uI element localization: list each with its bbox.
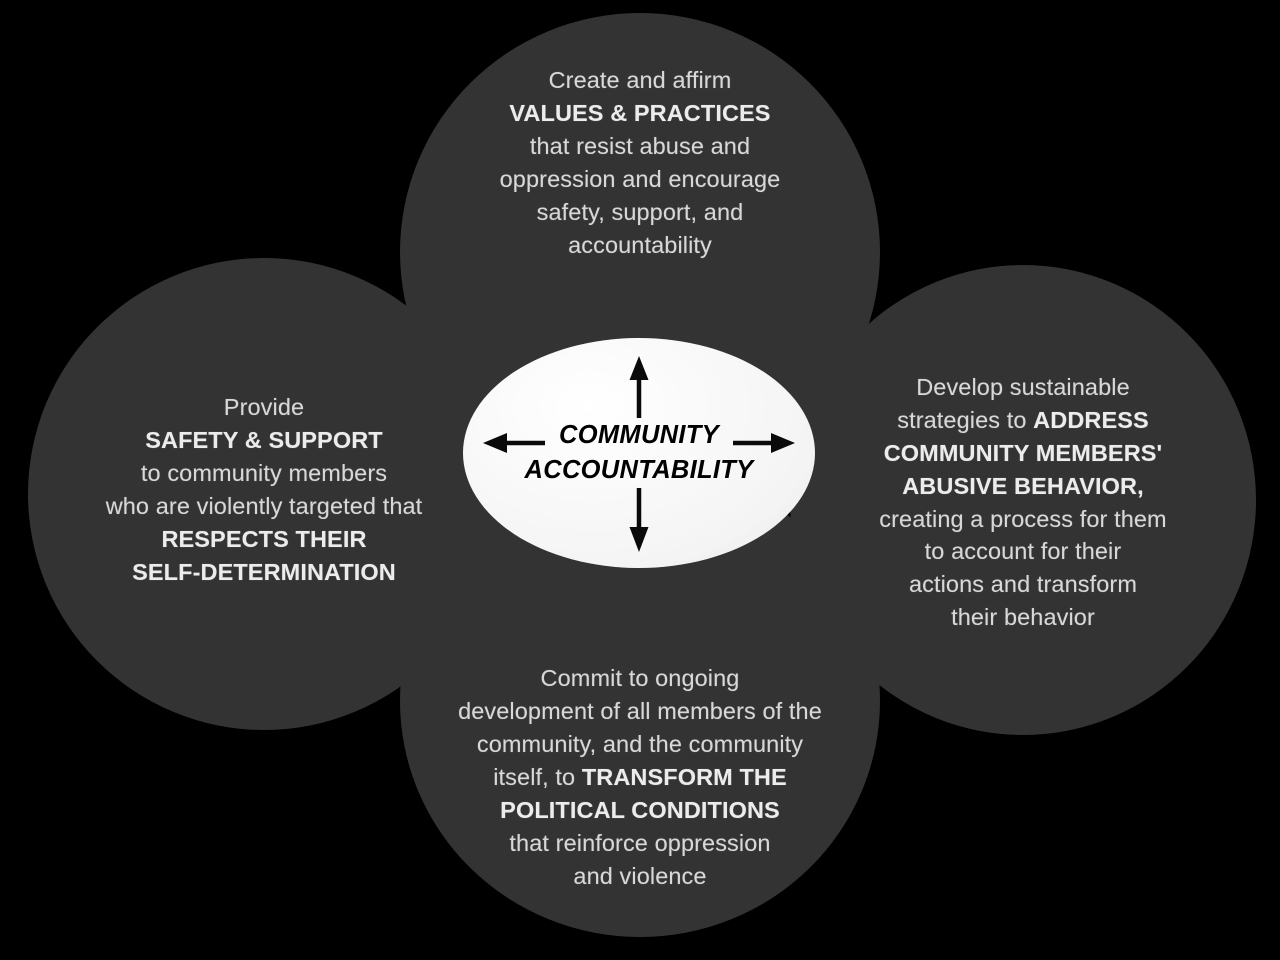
arrow-down-icon bbox=[629, 488, 649, 552]
petal-text-line: creating a process for them bbox=[879, 505, 1167, 532]
petal-text-line: safety, support, and bbox=[536, 198, 744, 225]
hub-arrow-group bbox=[483, 356, 795, 552]
petal-text-line: accountability bbox=[568, 231, 712, 258]
petal-right-text: Develop sustainable strategies to ADDRESS… bbox=[828, 371, 1218, 634]
petal-text-line: Create and affirm bbox=[548, 67, 732, 94]
petal-text-line: oppression and encourage bbox=[499, 166, 781, 192]
community-accountability-hub[interactable]: COMMUNITY ACCOUNTABILITY bbox=[463, 338, 815, 568]
petal-text-line: COMMUNITY MEMBERS' bbox=[883, 439, 1163, 466]
petal-text-line: POLITICAL CONDITIONS bbox=[500, 796, 780, 823]
petal-text-line: and violence bbox=[573, 862, 707, 889]
petal-text-line: who are violently targeted that bbox=[105, 493, 423, 519]
petal-text-line: strategies to ADDRESS bbox=[897, 406, 1149, 433]
petal-text-line: itself, to TRANSFORM THE bbox=[493, 764, 787, 791]
petal-text-line: VALUES & PRACTICES bbox=[509, 100, 771, 127]
petal-text-line: that reinforce oppression bbox=[509, 829, 771, 856]
petal-text-line: community, and the community bbox=[476, 731, 804, 758]
petal-text-line: to community members bbox=[140, 460, 388, 487]
arrow-left-icon bbox=[483, 433, 545, 453]
petal-text-line: development of all members of the bbox=[458, 698, 822, 725]
petal-text-line: their behavior bbox=[951, 604, 1095, 631]
petal-bottom-text: Commit to ongoing development of all memb… bbox=[414, 662, 866, 892]
petal-text-line: SELF-DETERMINATION bbox=[132, 558, 396, 585]
petal-text-line: RESPECTS THEIR bbox=[161, 525, 367, 552]
arrow-up-icon bbox=[629, 356, 649, 418]
petal-text-line: SAFETY & SUPPORT bbox=[145, 427, 383, 454]
petal-text-line: ABUSIVE BEHAVIOR, bbox=[902, 472, 1144, 499]
petal-text-line: Commit to ongoing bbox=[540, 665, 740, 692]
petal-text-line: to account for their bbox=[924, 538, 1122, 565]
petal-text-line: Develop sustainable bbox=[916, 373, 1130, 400]
petal-text-line: that resist abuse and bbox=[529, 133, 751, 160]
petal-text-line: actions and transform bbox=[908, 571, 1138, 598]
petal-address-abusive-behavior[interactable]: Develop sustainable strategies to ADDRESS… bbox=[790, 265, 1256, 735]
petal-text-line: Provide bbox=[223, 394, 305, 421]
arrow-right-icon bbox=[733, 433, 795, 453]
